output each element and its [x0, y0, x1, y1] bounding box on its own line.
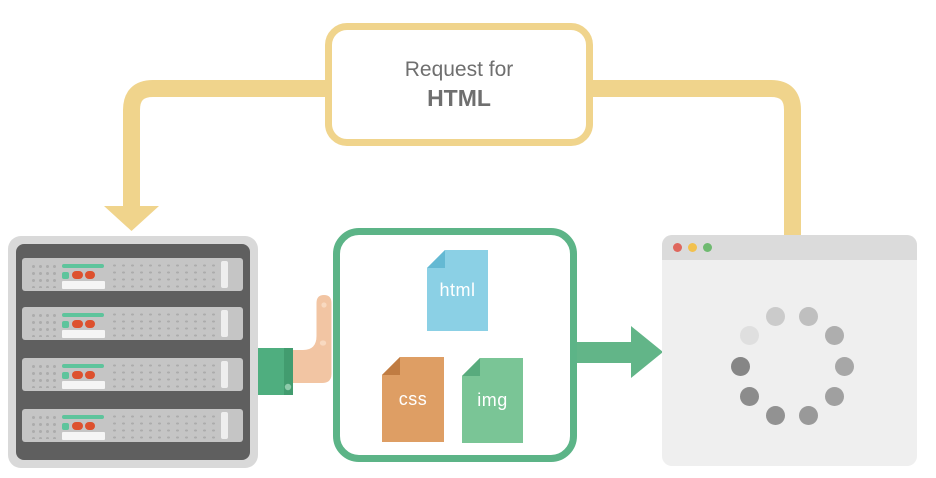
spinner-dot [740, 387, 760, 407]
files-box [333, 228, 577, 462]
file-fold-icon [382, 357, 400, 375]
server-rack [8, 236, 258, 468]
img-file-label: img [477, 390, 508, 410]
unit-handle [221, 361, 228, 388]
arrowhead-down-icon [104, 206, 159, 231]
drive-slot [62, 330, 105, 338]
arrowhead-right-icon [631, 326, 663, 378]
css-file-label: css [398, 389, 428, 409]
css-file-icon: css [382, 357, 444, 442]
hand-finger [292, 295, 332, 383]
unit-handle [221, 310, 228, 337]
html-file-icon: html [427, 250, 488, 331]
led-green-icon [62, 321, 69, 328]
drive-slot [62, 381, 105, 389]
server-rack-inner [16, 244, 250, 460]
window-close-icon [673, 243, 682, 252]
vent-grid-right [110, 262, 216, 289]
vent-grid-right [110, 413, 216, 440]
pushing-hand [258, 295, 332, 395]
window-minimize-icon [688, 243, 697, 252]
spinner-dot [824, 325, 844, 345]
browser-window [662, 235, 917, 466]
led-red-icon [72, 422, 83, 430]
server-unit [22, 409, 243, 442]
server-unit [22, 258, 243, 291]
led-red-icon [72, 371, 83, 379]
drive-slot [62, 281, 105, 289]
led-red-icon [72, 271, 83, 279]
html-file-label: html [439, 280, 476, 300]
led-red-icon [85, 422, 95, 430]
spinner-dot [798, 405, 818, 425]
status-bar [62, 264, 104, 268]
led-green-icon [62, 372, 69, 379]
led-green-icon [62, 423, 69, 430]
img-file-icon: img [462, 358, 523, 443]
spinner-dot [730, 356, 750, 376]
spinner-dot [766, 405, 786, 425]
spinner-dot [824, 387, 844, 407]
server-unit [22, 307, 243, 340]
unit-handle [221, 412, 228, 439]
vent-grid-left [30, 312, 58, 337]
file-fold-icon [462, 358, 480, 376]
vent-grid-left [30, 363, 58, 388]
led-red-icon [85, 320, 95, 328]
led-red-icon [85, 271, 95, 279]
browser-title-bar [662, 235, 917, 260]
window-maximize-icon [703, 243, 712, 252]
spinner-dot [740, 325, 760, 345]
vent-grid-right [110, 362, 216, 389]
request-label: Request for HTML [325, 23, 593, 146]
unit-handle [221, 261, 228, 288]
status-bar [62, 415, 104, 419]
led-red-icon [72, 320, 83, 328]
drive-slot [62, 432, 105, 440]
spinner-dot [766, 307, 786, 327]
vent-grid-left [30, 414, 58, 439]
spinner-dot [798, 307, 818, 327]
server-unit [22, 358, 243, 391]
vent-grid-right [110, 311, 216, 338]
spinner-dot [834, 356, 854, 376]
vent-grid-left [30, 263, 58, 288]
led-red-icon [85, 371, 95, 379]
status-bar [62, 364, 104, 368]
cuff-button-icon [284, 383, 292, 391]
request-label-line1: Request for [404, 57, 514, 81]
led-green-icon [62, 272, 69, 279]
status-bar [62, 313, 104, 317]
file-fold-icon [427, 250, 445, 268]
request-label-line2: HTML [427, 84, 491, 111]
response-arrow-green [574, 326, 663, 378]
